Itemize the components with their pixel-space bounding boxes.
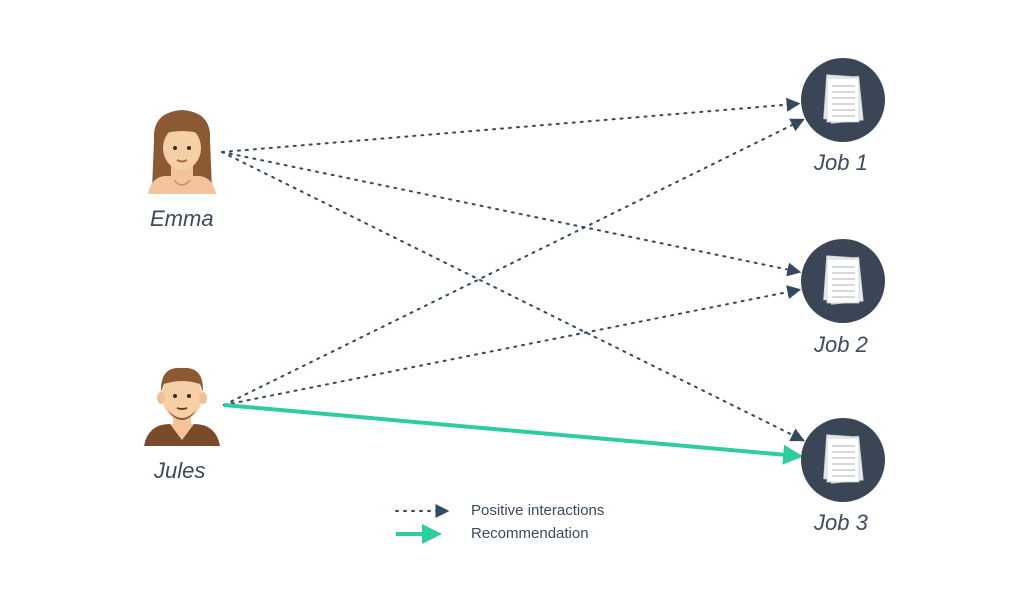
job-node-job1: [801, 58, 885, 142]
edge-emma-job1: [221, 97, 801, 153]
legend-positive-label: Positive interactions: [471, 502, 605, 519]
job-node-job3: [801, 418, 885, 502]
emma-avatar: [148, 110, 216, 194]
person-label-jules: Jules: [154, 458, 206, 483]
job-label-2: Job 2: [814, 332, 868, 357]
legend-recommendation-label: Recommendation: [471, 525, 589, 542]
job-label-3: Job 3: [814, 510, 868, 535]
document-icon: [823, 434, 864, 484]
edge-jules-job1: [223, 118, 805, 406]
edge-jules-job3: [223, 403, 804, 465]
edge-emma-job2: [221, 151, 802, 277]
document-icon: [823, 255, 864, 305]
jules-avatar: [144, 367, 220, 446]
edge-jules-job2: [223, 285, 802, 406]
document-icon: [823, 74, 864, 124]
job-label-1: Job 1: [814, 150, 868, 175]
person-label-emma: Emma: [150, 206, 214, 231]
edge-emma-job3: [221, 151, 805, 442]
job-node-job2: [801, 239, 885, 323]
